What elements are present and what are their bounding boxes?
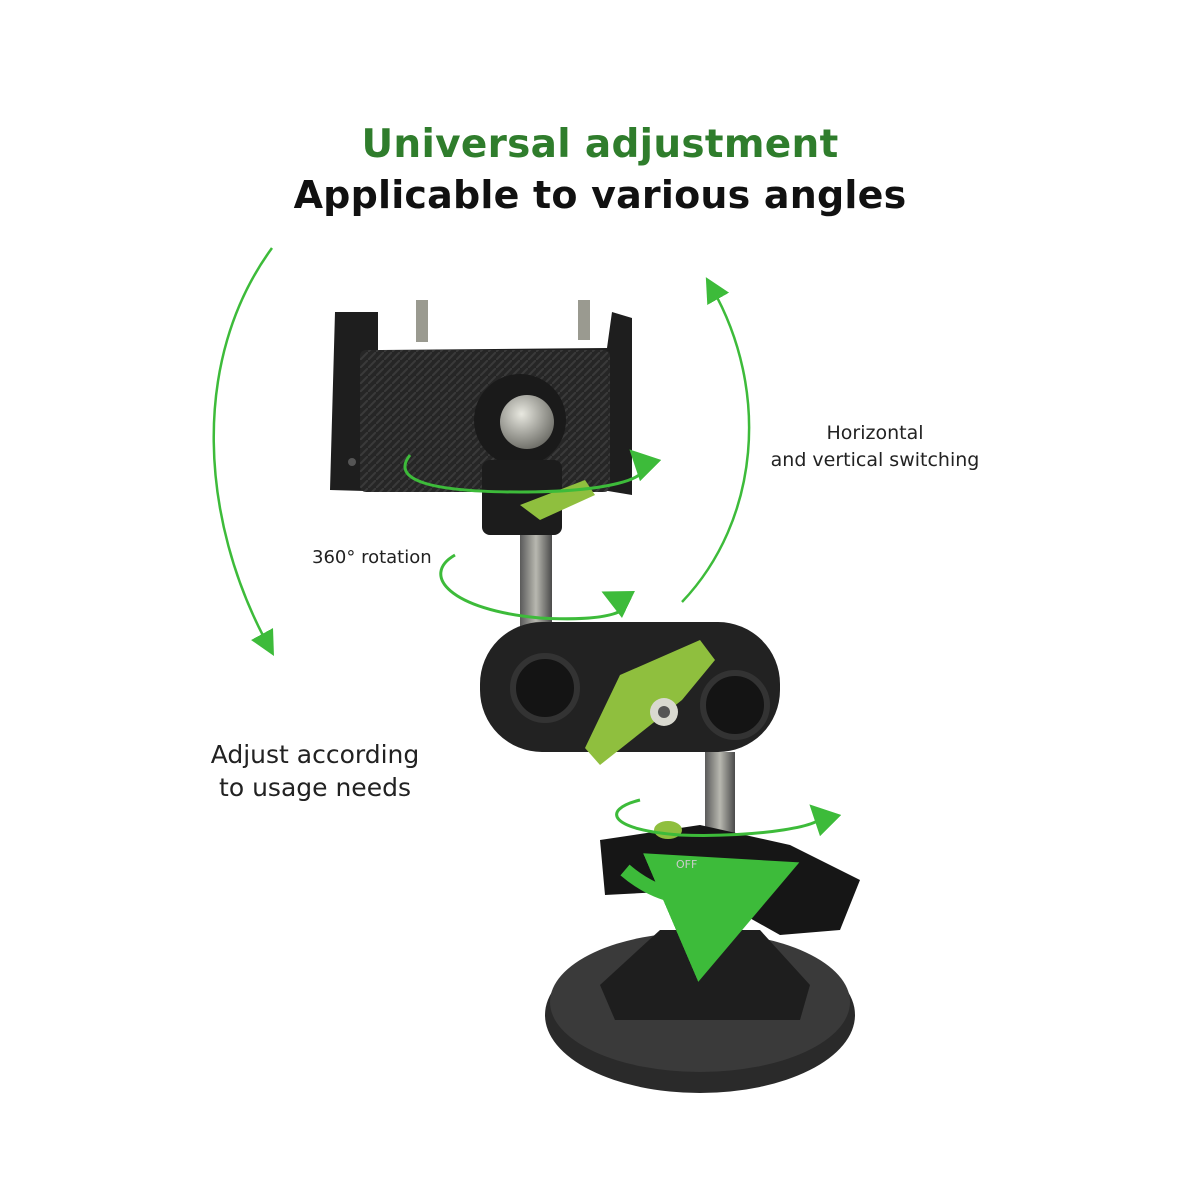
switching-callout: Horizontal and vertical switching: [735, 420, 1015, 474]
switching-callout-line1: Horizontal: [826, 422, 924, 444]
switch-arc-arrow-icon: [681, 277, 751, 603]
adjust-arc-arrow-icon: [212, 247, 274, 656]
double-socket-arm: [480, 622, 780, 765]
headline-subtitle: Applicable to various angles: [293, 173, 907, 217]
switching-callout-line2: and vertical switching: [770, 449, 980, 471]
adjust-callout: Adjust according to usage needs: [180, 738, 450, 804]
adjust-callout-line1: Adjust according: [210, 740, 420, 769]
rotation-callout: 360° rotation: [312, 547, 432, 568]
knob-off-label: OFF: [676, 858, 697, 871]
headline-title: Universal adjustment: [361, 122, 839, 167]
suction-base: [545, 821, 860, 1093]
clamp-rotation-arrow-icon: [403, 449, 662, 494]
base-rotation-arrow-icon: [615, 798, 842, 837]
adjust-callout-line2: to usage needs: [219, 773, 411, 802]
rotation-arrow-icon: [439, 553, 636, 621]
